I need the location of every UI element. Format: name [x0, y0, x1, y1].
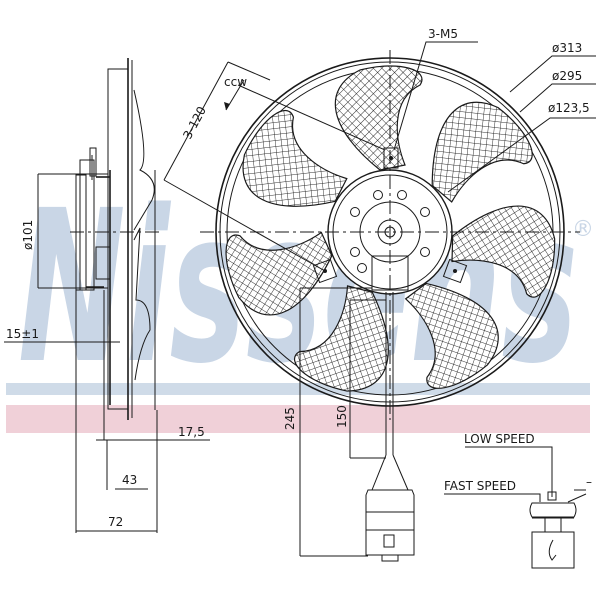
blade-diameter-label: ø295	[552, 69, 582, 83]
hub-diameter-label: ø123,5	[548, 101, 590, 115]
depth-17-5-label: 17,5	[178, 425, 205, 439]
depth-72-label: 72	[108, 515, 123, 529]
cable-length-total-label: 245	[283, 407, 297, 430]
fast-speed-label: FAST SPEED	[444, 479, 516, 493]
motor-diameter-label: ø101	[21, 220, 35, 250]
depth-43-label: 43	[122, 473, 137, 487]
watermark-band-pink	[6, 405, 590, 433]
rotation-label: ccw	[224, 75, 247, 89]
fan-blades	[225, 65, 556, 392]
cable-length-partial-label: 150	[335, 405, 349, 428]
outer-diameter-label: ø313	[552, 41, 582, 55]
low-speed-label: LOW SPEED	[464, 432, 535, 446]
connector-plug-detail: LOW SPEED FAST SPEED –	[444, 432, 592, 569]
angle-label: 3-120	[180, 104, 209, 141]
offset-label: 15±1	[6, 327, 39, 341]
front-view: ø313 ø295 ø123,5 3-M5 3-120 ccw	[163, 27, 596, 420]
registered-mark: ®	[572, 217, 594, 242]
ground-label: –	[586, 475, 592, 489]
side-view: ø101 15±1 17,5 43 72	[4, 58, 210, 533]
cable-connector: 245 150	[283, 287, 415, 562]
mounting-holes-label: 3-M5	[428, 27, 458, 41]
